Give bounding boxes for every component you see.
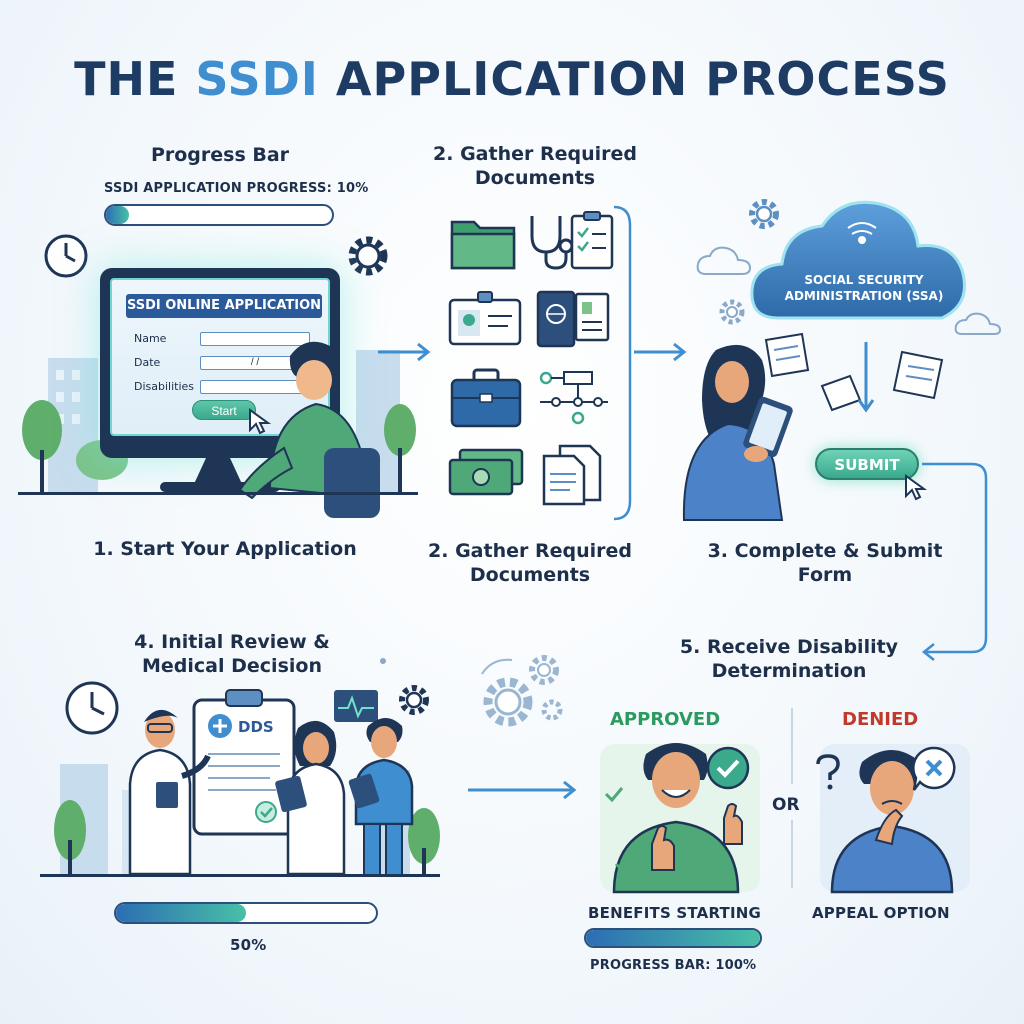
cloud-icon — [954, 312, 1002, 335]
ground-line — [40, 874, 440, 877]
checkmark-icon — [706, 746, 750, 790]
progress-bar-10 — [104, 204, 334, 226]
progress-caption: SSDI APPLICATION PROGRESS: 10% — [104, 181, 369, 196]
medical-staff-illustration — [348, 718, 414, 877]
progress-fill — [586, 930, 760, 946]
progress-bar-50 — [114, 902, 378, 924]
document-icon — [764, 332, 810, 378]
briefcase-icon — [450, 368, 522, 428]
name-field[interactable] — [200, 332, 310, 346]
gears-icon — [481, 655, 563, 727]
field-label-disabilities: Disabilities — [134, 380, 195, 393]
connector-arrow — [921, 462, 988, 661]
person-at-computer-illustration — [238, 341, 380, 518]
progress-fill — [106, 206, 129, 224]
or-label: OR — [772, 795, 800, 815]
approved-label: APPROVED — [610, 709, 721, 730]
gear-icon — [348, 236, 388, 276]
monitor-base — [160, 482, 280, 492]
progress-heading: Progress Bar — [150, 144, 290, 166]
step-2-top-label: 2. Gather Required Documents — [433, 143, 637, 189]
dds-clipboard-icon — [192, 689, 296, 836]
dds-label: DDS — [238, 718, 274, 736]
checklist-icon — [570, 211, 614, 270]
progress-50-text: 50% — [230, 936, 267, 954]
step-4-label: 4. Initial Review & Medical Decision — [134, 631, 330, 677]
date-field[interactable]: / / — [200, 356, 310, 370]
nurse-illustration — [275, 720, 346, 876]
progress-100-text: PROGRESS BAR: 100% — [590, 958, 757, 973]
close-icon — [912, 746, 956, 791]
cash-icon — [448, 448, 524, 496]
monitor-stand — [194, 458, 242, 484]
step-5-label: 5. Receive Disability Determination — [679, 636, 899, 682]
benefits-starting-label: BENEFITS STARTING — [588, 904, 761, 922]
flowchart-icon — [539, 371, 608, 425]
clock-icon — [65, 681, 119, 735]
woman-with-tablet-illustration — [682, 344, 793, 521]
document-icon — [892, 350, 944, 400]
id-card-icon — [448, 291, 522, 346]
progress-fill — [116, 904, 246, 922]
cloud-icon — [696, 246, 752, 275]
online-application-screen: SSDI ONLINE APPLICATION Name Date / / Di… — [110, 278, 330, 436]
cursor-icon — [249, 408, 272, 435]
page-title: THE SSDI APPLICATION PROCESS — [74, 52, 950, 106]
denied-label: DENIED — [842, 709, 919, 730]
arrow-icon — [468, 780, 577, 800]
start-button[interactable]: Start — [192, 400, 256, 420]
field-label-date: Date — [134, 356, 161, 369]
arrow-icon — [378, 342, 431, 362]
cursor-icon — [905, 474, 928, 501]
folder-icon — [450, 220, 516, 270]
submit-button[interactable]: SUBMIT — [815, 448, 919, 480]
progress-bar-100 — [584, 928, 762, 948]
monitor: SSDI ONLINE APPLICATION Name Date / / Di… — [100, 268, 340, 458]
gear-icon — [399, 685, 429, 715]
appeal-option-label: APPEAL OPTION — [812, 904, 950, 922]
field-label-name: Name — [134, 332, 167, 345]
gear-icon — [749, 199, 779, 229]
passport-icon — [536, 290, 610, 348]
arrow-icon — [634, 342, 687, 362]
stethoscope-icon — [530, 216, 574, 270]
heart-monitor-icon — [334, 690, 378, 722]
cloud-label: SOCIAL SECURITY ADMINISTRATION (SSA) — [784, 273, 944, 304]
sparkle-icon — [380, 658, 386, 664]
clock-icon — [44, 234, 88, 278]
arrow-down-icon — [857, 342, 875, 413]
cloud-ssa-icon — [750, 200, 966, 320]
gear-icon — [719, 299, 745, 325]
bracket-divider — [613, 205, 632, 521]
question-icon — [816, 754, 840, 790]
doctor-illustration — [128, 709, 211, 876]
documents-stack-icon — [542, 444, 602, 506]
step-3-label: 3. Complete & Submit Form — [707, 540, 943, 586]
step-1-label: 1. Start Your Application — [93, 538, 357, 560]
ground-line — [18, 492, 418, 495]
step-2-label: 2. Gather Required Documents — [428, 540, 632, 586]
divider-line — [791, 708, 793, 888]
application-header: SSDI ONLINE APPLICATION — [126, 294, 322, 318]
